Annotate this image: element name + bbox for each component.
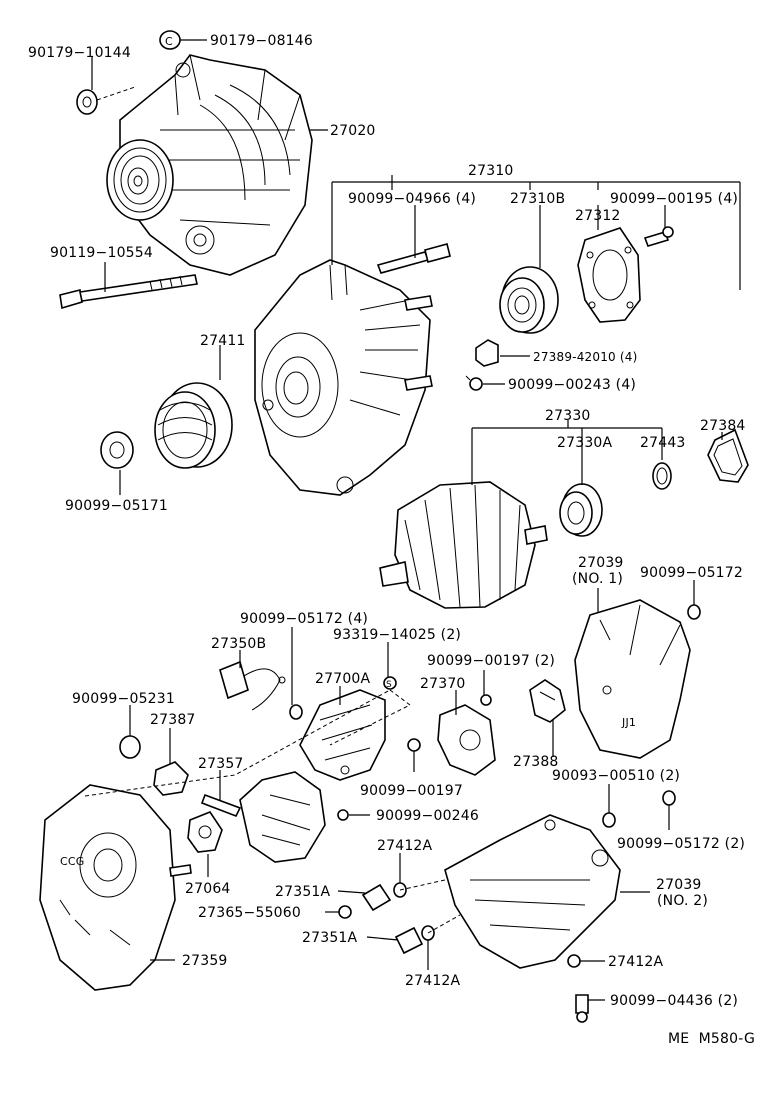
leader-lines [91, 39, 741, 1001]
label-27412A-lower: 27412A [405, 973, 461, 989]
washer-90093-00510 [602, 812, 616, 828]
screw-90099-00195 [643, 226, 674, 247]
label-90099-00197: 90099−00197 [360, 783, 463, 799]
end-cover-27039-no2 [444, 814, 621, 969]
label-27365-55060: 27365−55060 [198, 905, 301, 921]
nut-90179-10144 [76, 89, 98, 115]
holder-27370 [437, 694, 496, 776]
alignment-lines [84, 86, 461, 934]
bolt-90119-10554 [59, 274, 198, 310]
label-90099-05172-2: 90099−05172 (2) [617, 836, 745, 852]
rear-frame-27359: CCG [39, 784, 192, 991]
label-27411: 27411 [200, 333, 246, 349]
insulator-27351A-upper [361, 883, 392, 912]
brush-27350B [219, 660, 286, 711]
regulator-27700A [299, 689, 386, 781]
label-90099-04966: 90099−04966 (4) [348, 191, 476, 207]
label-90099-05172-4: 90099−05172 (4) [240, 611, 368, 627]
label-27020: 27020 [330, 123, 376, 139]
label-90099-00246: 90099−00246 [376, 808, 479, 824]
label-90099-00195: 90099−00195 (4) [610, 191, 738, 207]
label-90179-10144: 90179−10144 [28, 45, 131, 61]
label-90093-00510: 90093−00510 (2) [552, 768, 680, 784]
clip-27388 [529, 679, 566, 723]
label-27388: 27388 [513, 754, 559, 770]
label-27357: 27357 [198, 756, 244, 772]
alternator-assembly [106, 54, 313, 276]
label-27312: 27312 [575, 208, 621, 224]
svg-text:JJ1: JJ1 [621, 716, 636, 729]
cover-27384 [707, 428, 749, 483]
label-90099-05231: 90099−05231 [72, 691, 175, 707]
nut-90099-05171 [100, 431, 134, 469]
label-27039-no1-sub: (NO. 1) [572, 571, 623, 587]
screw-90099-00246 [337, 809, 349, 821]
ring-27443 [652, 462, 672, 490]
nut-90099-05172-4 [289, 704, 303, 720]
screw-90099-00243 [465, 375, 483, 391]
clip-27389 [475, 339, 499, 367]
end-cover-27039-no1: JJ1 [574, 599, 691, 759]
label-27039-no2: 27039 [656, 877, 702, 893]
label-90179-08146: 90179−08146 [210, 33, 313, 49]
retainer-27312 [577, 227, 641, 323]
label-27387: 27387 [150, 712, 196, 728]
nut-90179-08146: C [159, 30, 181, 50]
drive-end-frame [254, 259, 433, 496]
svg-text:C: C [165, 35, 173, 48]
label-27389-42010: 27389-42010 (4) [533, 350, 638, 364]
label-90099-04436: 90099−04436 (2) [610, 993, 738, 1009]
insulator-27351A-lower [394, 926, 424, 955]
label-27351A-upper: 27351A [275, 884, 331, 900]
label-27350B: 27350B [211, 636, 266, 652]
bushing-27412A-right [567, 954, 581, 968]
label-90119-10554: 90119−10554 [50, 245, 153, 261]
label-27330: 27330 [545, 408, 591, 424]
label-27330A: 27330A [557, 435, 613, 451]
nut-90099-05172-2 [662, 790, 676, 806]
label-27359: 27359 [182, 953, 228, 969]
label-90099-05171: 90099−05171 [65, 498, 168, 514]
label-27310: 27310 [468, 163, 514, 179]
label-27370: 27370 [420, 676, 466, 692]
label-93319-14025: 93319−14025 (2) [333, 627, 461, 643]
label-27351A-lower: 27351A [302, 930, 358, 946]
label-27039-no1: 27039 [578, 555, 624, 571]
bearing-27310B [499, 266, 559, 334]
svg-text:CCG: CCG [60, 855, 85, 868]
label-27412A-upper: 27412A [377, 838, 433, 854]
bolt-90099-04436 [575, 994, 589, 1023]
bolt-93319-14025: S [383, 676, 397, 690]
label-27384: 27384 [700, 418, 746, 434]
label-27700A: 27700A [315, 671, 371, 687]
washer-27365 [338, 905, 352, 919]
bearing-27330A [559, 483, 603, 537]
part-labels: 90179−10144 90179−08146 27020 27310 9009… [28, 33, 755, 1047]
label-90099-00197-2: 90099−00197 (2) [427, 653, 555, 669]
rotor-27330 [379, 481, 548, 609]
diagram-id: ME M580-G [668, 1031, 755, 1047]
insulator-27064 [187, 811, 223, 853]
label-27412A-right: 27412A [608, 954, 664, 970]
label-90099-05172: 90099−05172 [640, 565, 743, 581]
pulley-27411 [154, 382, 233, 469]
label-27310B: 27310B [510, 191, 565, 207]
label-90099-00243: 90099−00243 (4) [508, 377, 636, 393]
svg-text:S: S [386, 680, 392, 690]
nut-90099-05172-top [687, 604, 701, 620]
terminal-27387 [153, 761, 189, 796]
label-27443: 27443 [640, 435, 686, 451]
bolt-90099-04966 [376, 243, 451, 274]
label-27039-no2-sub: (NO. 2) [657, 893, 708, 909]
screw-90099-00197 [407, 738, 421, 752]
nut-90099-05231 [119, 735, 141, 759]
rectifier-27357 [200, 771, 326, 863]
label-27064: 27064 [185, 881, 231, 897]
